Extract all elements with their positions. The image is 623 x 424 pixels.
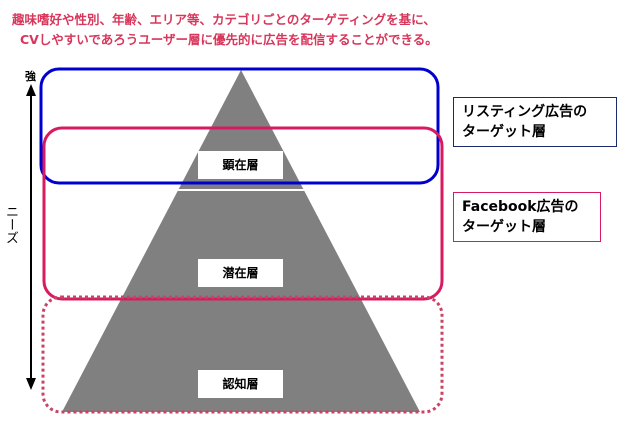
facebook-legend-line-2: ターゲット層 xyxy=(462,219,546,235)
caption-line-2: CVしやすいであろうユーザー層に優先的に広告を配信することができる。 xyxy=(20,32,438,47)
listing-legend-line-1: リスティング広告の xyxy=(462,104,588,120)
layer-label-top: 顕在層 xyxy=(198,151,283,179)
axis-label: ニーズ xyxy=(3,205,18,244)
layer-label-middle: 潜在層 xyxy=(198,259,283,287)
facebook-legend: Facebook広告の ターゲット層 xyxy=(453,192,601,242)
facebook-target-box xyxy=(42,126,444,301)
awareness-dotted-box xyxy=(41,295,444,414)
listing-target-box xyxy=(39,67,440,185)
listing-legend: リスティング広告の ターゲット層 xyxy=(453,97,617,147)
pyramid xyxy=(62,70,420,412)
arrow-down-icon xyxy=(26,378,36,390)
caption-line-1: 趣味嗜好や性別、年齢、エリア等、カテゴリごとのターゲティングを基に、 xyxy=(12,12,436,27)
arrow-up-icon xyxy=(26,84,36,96)
caption: 趣味嗜好や性別、年齢、エリア等、カテゴリごとのターゲティングを基に、 CVしやす… xyxy=(12,10,438,50)
layer-label-bottom: 認知層 xyxy=(198,370,283,398)
facebook-legend-line-1: Facebook広告の xyxy=(462,199,579,215)
axis-top-label: 強 xyxy=(25,70,36,83)
listing-legend-line-2: ターゲット層 xyxy=(462,124,546,140)
